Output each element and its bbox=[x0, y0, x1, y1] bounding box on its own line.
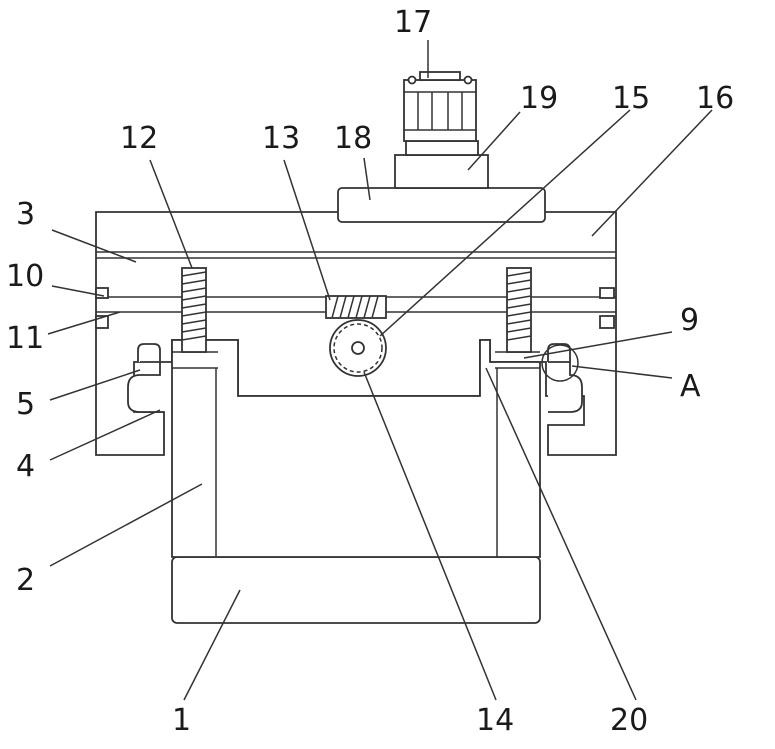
label-3: 3 bbox=[16, 197, 35, 232]
label-A: A bbox=[680, 369, 701, 404]
label-1: 1 bbox=[172, 703, 191, 738]
label-18: 18 bbox=[334, 121, 372, 156]
label-20: 20 bbox=[610, 703, 648, 738]
label-11: 11 bbox=[6, 321, 44, 356]
left-screw bbox=[182, 268, 206, 352]
worm bbox=[326, 296, 386, 318]
label-2: 2 bbox=[16, 563, 35, 598]
label-15: 15 bbox=[612, 81, 650, 116]
label-14: 14 bbox=[476, 703, 514, 738]
right-screw bbox=[507, 268, 531, 352]
label-9: 9 bbox=[680, 303, 699, 338]
label-16: 16 bbox=[696, 81, 734, 116]
label-4: 4 bbox=[16, 449, 35, 484]
gear bbox=[330, 320, 386, 376]
label-17: 17 bbox=[394, 5, 432, 40]
label-12: 12 bbox=[120, 121, 158, 156]
label-13: 13 bbox=[262, 121, 300, 156]
label-5: 5 bbox=[16, 387, 35, 422]
label-10: 10 bbox=[6, 259, 44, 294]
label-19: 19 bbox=[520, 81, 558, 116]
